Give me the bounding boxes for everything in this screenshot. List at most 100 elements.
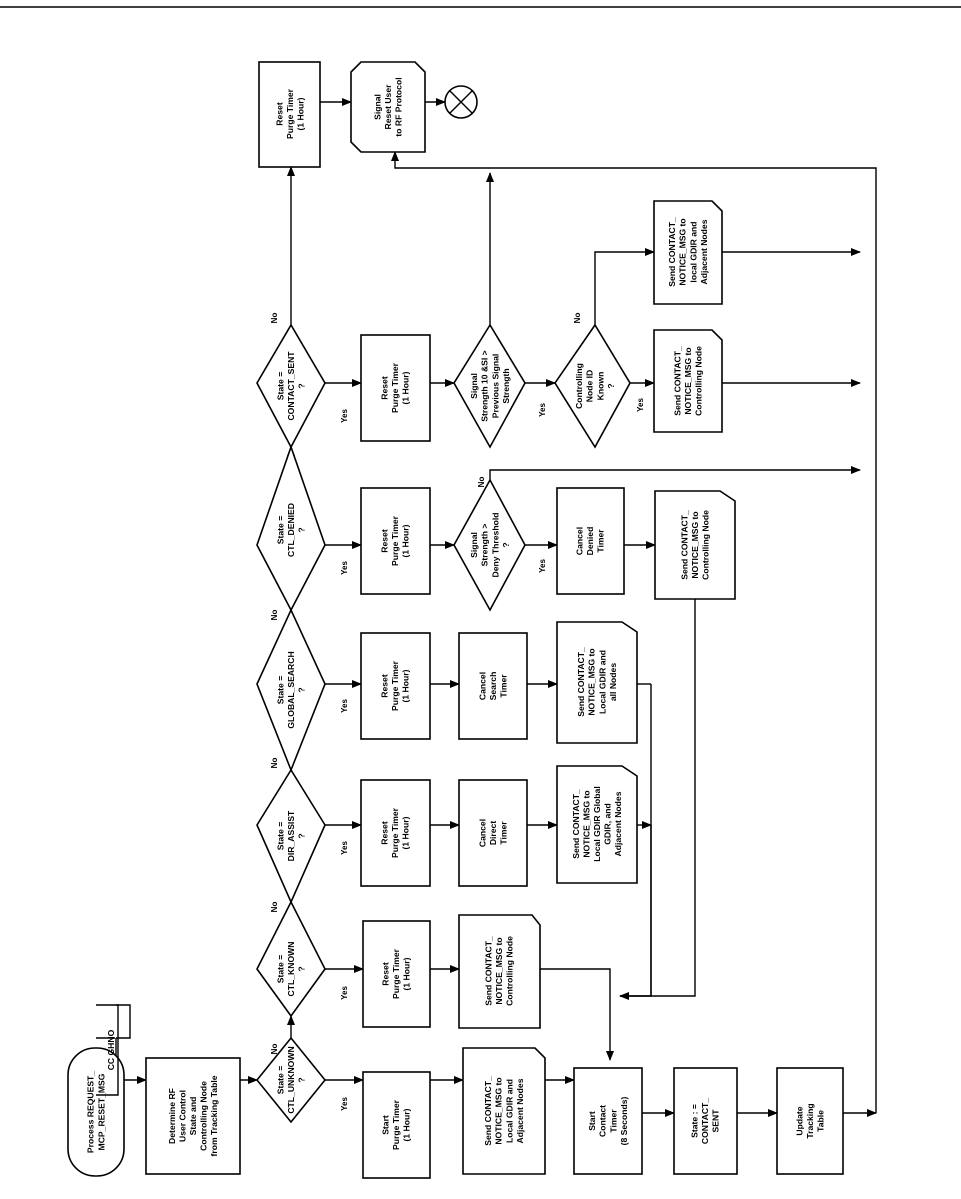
decision-controlling-node-known [554,323,631,449]
label-line: ? [297,1077,307,1082]
m6a-label: Send CONTACT_NOTICE_MSG toControlling No… [673,346,704,416]
label-line: CC GHNO [106,1029,116,1070]
d6c-label: ControllingNode IDKnown? [574,363,616,409]
reset-purge-timer-box-5 [360,487,431,595]
c5-label: CancelDeniedTimer [575,527,606,556]
label-line: Search [488,672,498,701]
label-line: ? [297,833,307,838]
label-line: CTL_DENIED [286,503,296,557]
cc-ghno-bracket [96,1004,119,1096]
m4-label: Send CONTACT_NOTICE_MSG toLocal GDIR and… [576,647,618,717]
label-line: Local GDIR and [597,650,607,714]
label-line: ? [297,966,307,971]
label-line: Send CONTACT_ [483,1076,493,1146]
label-line: Known [595,372,605,401]
yes-label: Yes [636,398,645,412]
reset-purge-timer-box-7 [258,61,321,168]
label-line: (1 Hour) [402,957,412,990]
c3-label: CancelDirectTimer [478,819,509,847]
label-line: Send CONTACT_ [667,217,677,287]
label-line: Strength [501,368,511,403]
d5b-label: SignalStrength >Deny Threshold? [469,513,511,578]
yes-label: Yes [340,699,349,713]
label-line: Strength > [480,524,490,567]
r6-label: ResetPurge Timer(1 Hour) [380,362,411,413]
label-line: Purge Timer [390,660,400,711]
label-line: Purge Timer [390,362,400,413]
label-line: Send CONTACT_ [673,346,683,416]
label-line: local GDIR and [688,221,698,282]
label-line: Timer [499,674,509,698]
send-contact-notice-local-adjacent-1 [462,1047,546,1175]
label-line: Reset [380,821,390,845]
label-line: Start [587,1111,597,1131]
yes-label: Yes [340,1097,349,1111]
yes-label: Yes [340,986,349,1000]
decision-deny-threshold [453,478,526,612]
label-line: Tracking [805,1103,815,1138]
label-line: ? [606,383,616,388]
no-label: No [270,610,279,621]
label-line: State : = [690,1104,700,1138]
label-line: State = [276,955,286,983]
label-line: Adjacent Nodes [699,219,709,284]
m6b-label: Send CONTACT_NOTICE_MSG tolocal GDIR and… [667,217,709,287]
label-line: Local GDIR Global [592,786,602,861]
label-line: Timer [499,821,509,845]
label-line: Determine RF [167,1088,177,1144]
determine-state-box [145,1057,241,1175]
m1-label: Send CONTACT_NOTICE_MSG toLocal GDIR and… [483,1076,525,1146]
label-line: Reset [380,529,390,553]
yes-label: Yes [340,409,349,423]
label-line: Send CONTACT_ [571,789,581,859]
label-line: Send CONTACT_ [484,936,494,1006]
label-line: Timer [608,1109,618,1133]
label-line: Table [816,1110,826,1132]
label-line: Start [381,1115,391,1135]
label-line: to RF Protocol [394,77,404,136]
label-line: Signal [469,532,479,558]
yes-label: Yes [340,841,349,855]
label-line: NOTICE_MSG to [678,218,688,285]
determine-label: Determine RFUser ControlState andControl… [167,1075,219,1156]
label-line: State = [276,516,286,544]
label-line: Purge Timer [390,807,400,858]
label-line: Controlling Node [199,1081,209,1151]
label-line: Purge Timer [390,515,400,566]
cancel-denied-timer-box [556,487,625,595]
label-line: Adjacent Nodes [515,1078,525,1143]
send-contact-notice-all-nodes [556,621,638,744]
m5-label: Send CONTACT_NOTICE_MSG toControlling No… [680,510,711,580]
label-line: User Control [178,1090,188,1142]
r4-label: ResetPurge Timer(1 Hour) [380,660,411,711]
label-line: Adjacent Nodes [613,791,623,856]
flow-shapes [67,61,844,1179]
label-line: Signal [373,94,383,120]
send-contact-notice-controlling-3 [653,329,723,433]
label-line: (1 Hour) [296,97,306,130]
label-line: Node ID [585,370,595,402]
label-line: Update [795,1106,805,1135]
r1-label: StartPurge Timer(1 Hour) [381,1099,412,1150]
label-line: Send CONTACT_ [680,510,690,580]
label-line: (1 Hour) [401,816,411,849]
label-line: Cancel [478,672,488,700]
label-line: (1 Hour) [401,524,411,557]
label-line: ? [501,542,511,547]
label-line: Controlling Node [701,510,711,580]
no-label: No [270,1044,279,1055]
no-label: No [270,313,279,324]
process-label: Process REQUEST_MCP_RESET_MSG [86,1071,107,1153]
label-line: Local GDIR and [504,1079,514,1143]
label-line: Direct [488,821,498,845]
label-line: CTL_KNOWN [286,942,296,997]
label-line: ? [297,527,307,532]
decision-ctl-unknown [255,1036,327,1124]
label-line: Purge Timer [391,1099,401,1150]
label-line: (1 Hour) [401,669,411,702]
label-line: Controlling Node [694,346,704,416]
reset-purge-timer-box-4 [360,632,431,740]
label-line: Reset [380,674,390,698]
label-line: Timer [596,529,606,553]
label-line: Cancel [575,527,585,555]
